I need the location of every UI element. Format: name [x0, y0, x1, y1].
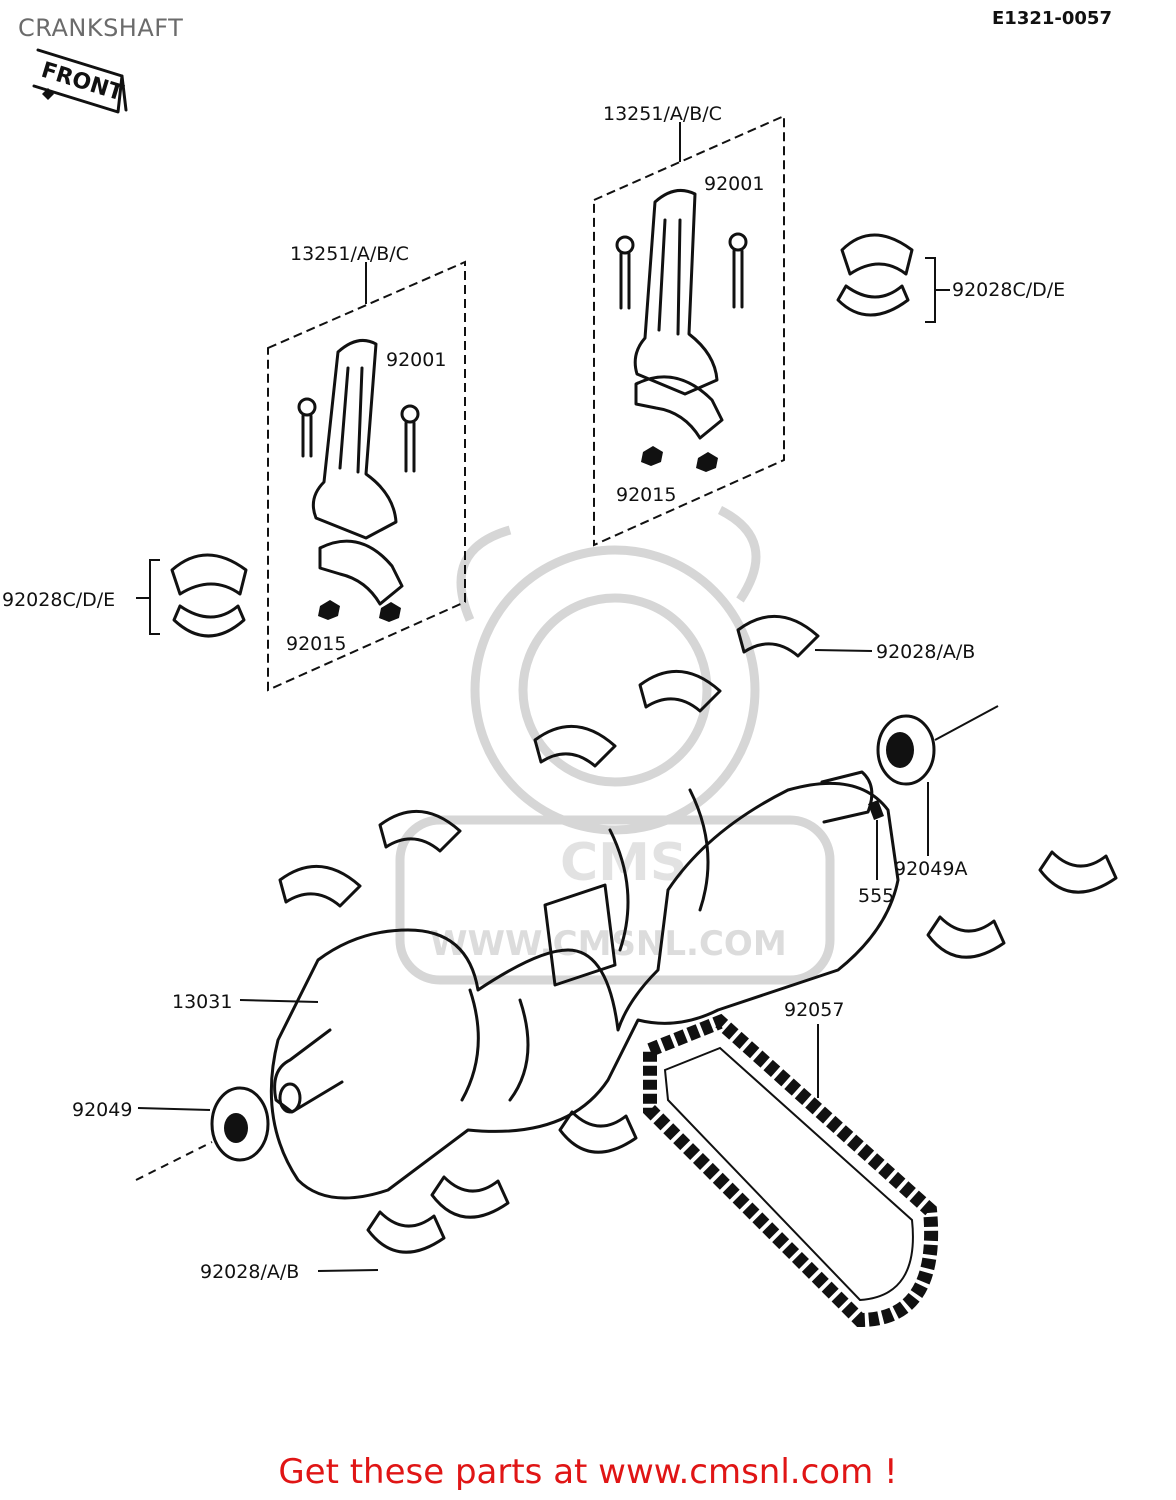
conrod-nut-left-b [379, 602, 401, 622]
conrod-assembly-right [593, 114, 785, 547]
conrod-bolt-right-a [615, 235, 635, 310]
conrod-left [311, 338, 398, 540]
label-oil-seal-right: 92049A [894, 858, 967, 880]
rod-bearing-pair-left [136, 553, 248, 638]
watermark-url: WWW.CMSNL.COM [430, 924, 787, 964]
conrod-bolt-right-b [728, 232, 748, 309]
label-nut-right: 92015 [616, 484, 676, 506]
conrod-nut-right-a [641, 446, 663, 466]
footer-link[interactable]: Get these parts at www.cmsnl.com ! [278, 1452, 898, 1492]
label-main-bearing-lower: 92028/A/B [200, 1261, 299, 1283]
label-rod-bearing-left: 92028C/D/E [2, 589, 115, 611]
conrod-cap-left [318, 539, 404, 606]
label-chain: 92057 [784, 999, 844, 1021]
label-conrod-assy-left: 13251/A/B/C [290, 243, 409, 265]
label-rod-bearing-right: 92028C/D/E [952, 279, 1065, 301]
rod-bearing-pair-right [836, 233, 950, 323]
conrod-nut-right-b [696, 452, 718, 472]
label-key: 555 [858, 885, 894, 907]
page-title: CRANKSHAFT [18, 14, 184, 42]
label-oil-seal-left: 92049 [72, 1099, 132, 1121]
label-nut-left: 92015 [286, 633, 346, 655]
front-direction-tag: FRONT [32, 48, 128, 114]
label-conrod-assy-right: 13251/A/B/C [603, 103, 722, 125]
label-main-bearing-upper: 92028/A/B [876, 641, 975, 663]
label-crankshaft: 13031 [172, 991, 232, 1013]
conrod-nut-left-a [318, 600, 340, 620]
conrod-cap-right [634, 375, 724, 440]
oil-seal-right [876, 705, 999, 856]
woodruff-key [868, 800, 884, 820]
conrod-bolt-left-b [400, 404, 420, 473]
crankshaft [239, 770, 900, 1200]
label-bolt-left: 92001 [386, 349, 446, 371]
label-bolt-right: 92001 [704, 173, 764, 195]
main-bearings-upper [278, 615, 873, 908]
oil-seal-left [135, 1086, 270, 1181]
watermark-logo: WWW.CMSNL.COM CMS [395, 505, 835, 985]
conrod-bolt-left-a [297, 397, 317, 458]
conrod-assembly-left [267, 260, 466, 692]
main-bearings-lower [317, 850, 1118, 1272]
cam-chain [643, 1013, 939, 1328]
diagram-code: E1321-0057 [992, 8, 1112, 29]
conrod-right [633, 188, 719, 396]
